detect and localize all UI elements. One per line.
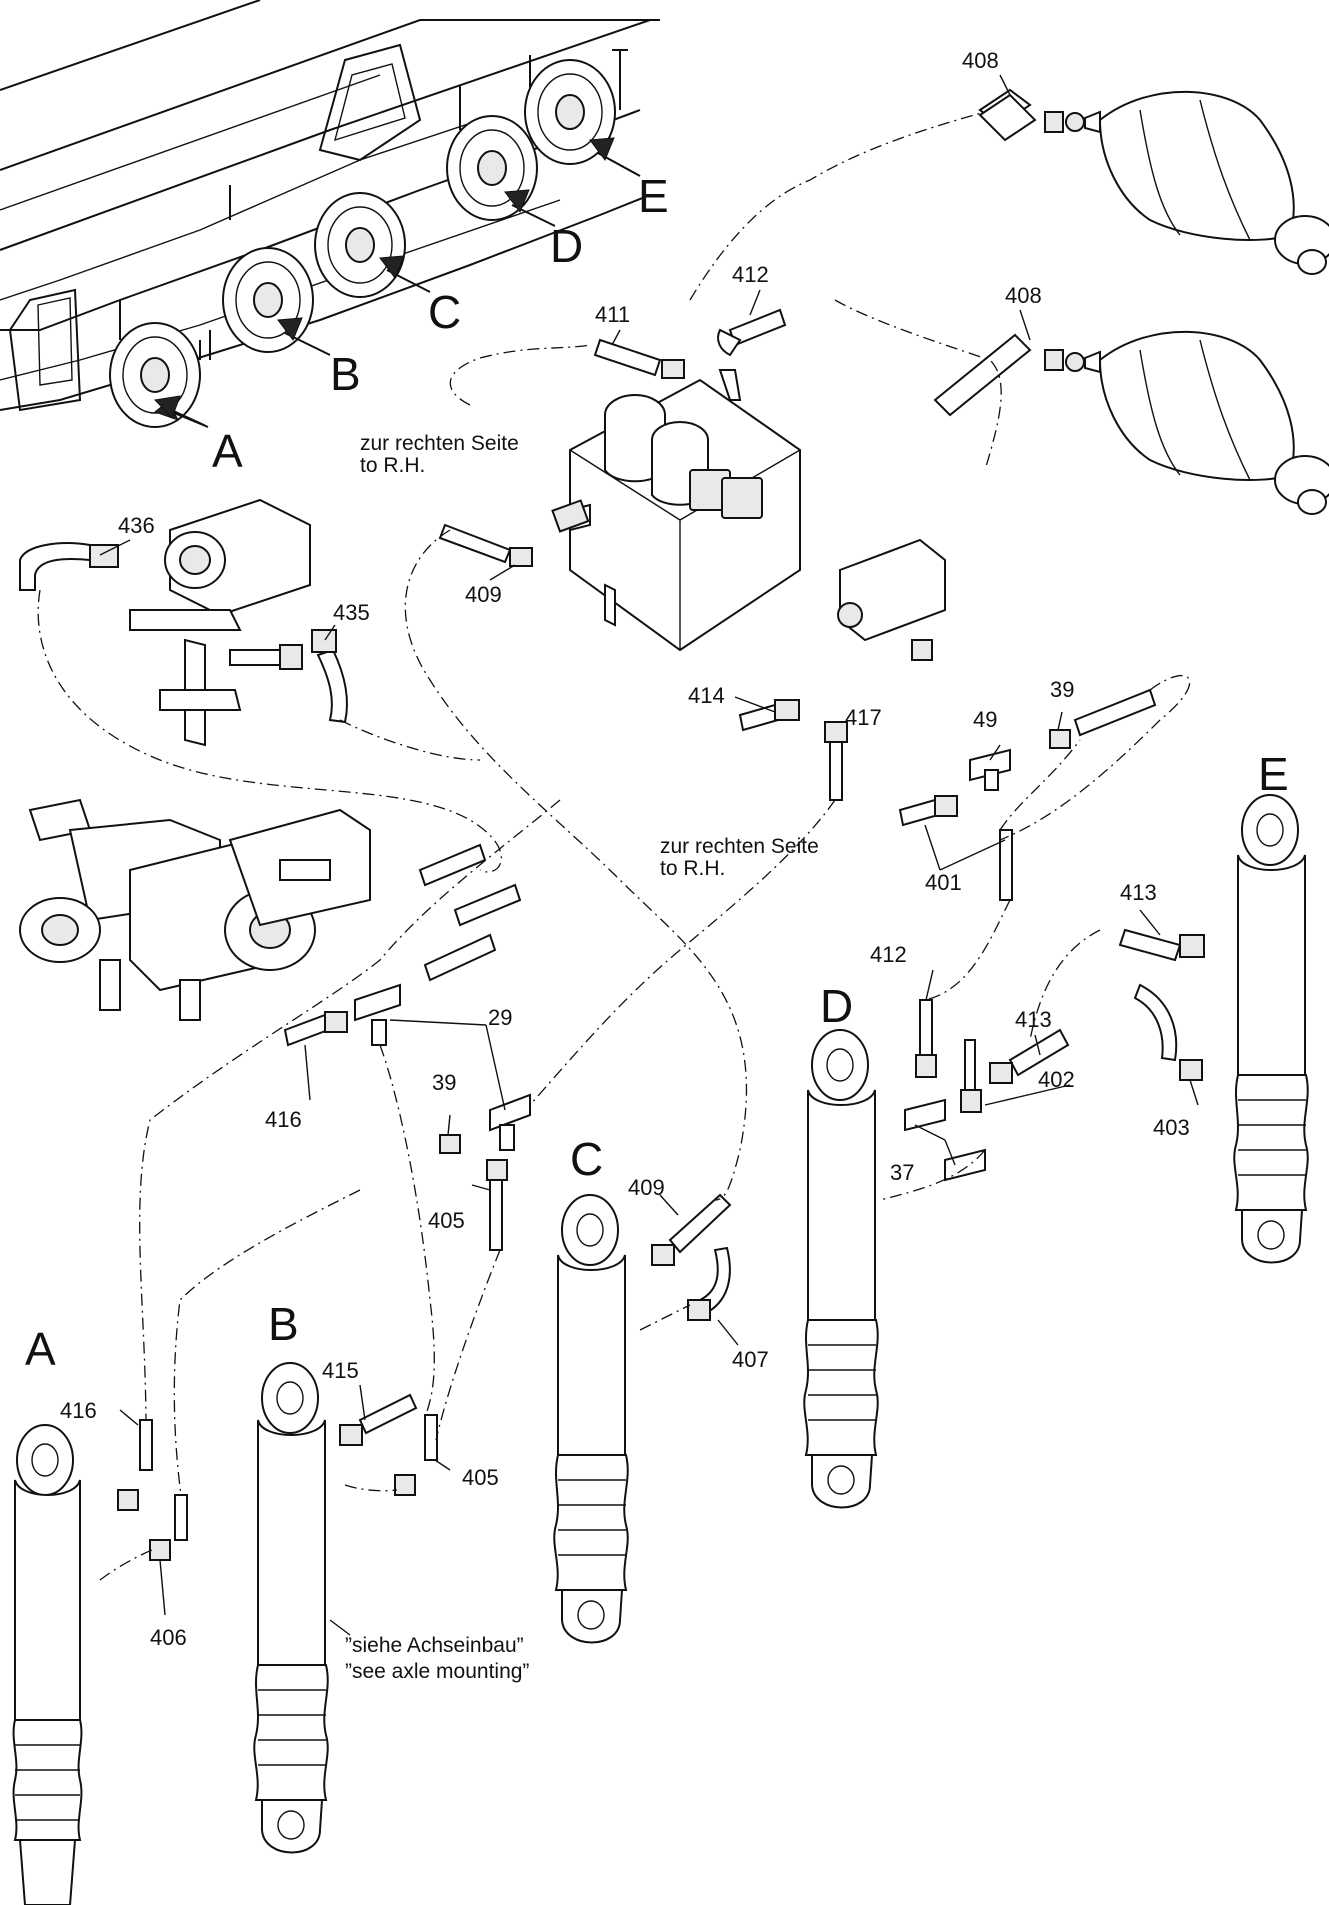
axle-marker-a: A — [212, 425, 243, 477]
cylinder-a — [12, 1424, 83, 1905]
accumulator-lower — [933, 330, 1329, 515]
part-label: 402 — [1038, 1067, 1075, 1092]
crane-chassis: A B C D E — [0, 0, 669, 477]
part-label: 408 — [962, 48, 999, 73]
part-label: 412 — [732, 262, 769, 287]
cylinder-marker-b: B — [268, 1298, 299, 1350]
part-label: 416 — [60, 1398, 97, 1423]
cylinder-marker-e: E — [1258, 748, 1289, 800]
cylinder-marker-c: C — [570, 1133, 603, 1185]
part-label: 415 — [322, 1358, 359, 1383]
part-labels: 408 408 412 411 436 435 409 414 417 49 3… — [60, 48, 1190, 1650]
part-label: 436 — [118, 513, 155, 538]
part-label: 37 — [890, 1160, 914, 1185]
note-right-side-en-2: to R.H. — [660, 857, 725, 880]
axle-arrows — [153, 137, 641, 428]
leader-lines — [99, 74, 1199, 1636]
axle-marker-c: C — [428, 286, 461, 338]
part-label: 29 — [488, 1005, 512, 1030]
note-right-side-de-2: zur rechten Seite — [660, 835, 819, 858]
part-label: 417 — [845, 705, 882, 730]
wheel-e — [524, 59, 616, 165]
part-label: 49 — [973, 707, 997, 732]
part-label: 39 — [1050, 677, 1074, 702]
cylinder-marker-d: D — [820, 980, 853, 1032]
axle-marker-d: D — [550, 220, 583, 272]
axle-marker-b: B — [330, 348, 361, 400]
part-label: 411 — [595, 302, 630, 327]
cylinder-marker-a: A — [25, 1323, 56, 1375]
part-label: 401 — [925, 870, 962, 895]
wheel-b — [222, 247, 314, 353]
note-axle-de: ”siehe Achseinbau” — [345, 1634, 524, 1657]
part-label: 412 — [870, 942, 907, 967]
axle-marker-e: E — [638, 170, 669, 222]
part-label: 416 — [265, 1107, 302, 1132]
cylinder-b — [253, 1362, 329, 1854]
part-label: 406 — [150, 1625, 187, 1650]
note-axle-en: ”see axle mounting” — [345, 1660, 529, 1683]
wheel-c — [314, 192, 406, 298]
part-label: 405 — [428, 1208, 465, 1233]
part-label: 409 — [465, 582, 502, 607]
accumulator-upper — [978, 88, 1329, 275]
part-label: 407 — [732, 1347, 769, 1372]
steering-valve-unit — [19, 798, 371, 1021]
part-label: 403 — [1153, 1115, 1190, 1140]
part-label: 413 — [1120, 880, 1157, 905]
part-label: 413 — [1015, 1007, 1052, 1032]
notes: zur rechten Seite to R.H. zur rechten Se… — [345, 432, 819, 1683]
part-label: 435 — [333, 600, 370, 625]
note-right-side-en: to R.H. — [360, 454, 425, 477]
cylinder-d — [803, 1029, 879, 1509]
pump-assembly — [129, 498, 311, 747]
part-label: 405 — [462, 1465, 499, 1490]
note-right-side-de: zur rechten Seite — [360, 432, 519, 455]
routing-lines — [37, 111, 1191, 1581]
part-label: 408 — [1005, 283, 1042, 308]
part-label: 39 — [432, 1070, 456, 1095]
hose-lines — [19, 93, 1205, 1561]
valve-block — [551, 369, 946, 661]
part-label: 414 — [688, 683, 725, 708]
cylinder-markers: A B C D E — [25, 748, 1289, 1375]
cylinder-c — [553, 1194, 629, 1644]
part-label: 409 — [628, 1175, 665, 1200]
cylinder-e — [1233, 794, 1309, 1264]
